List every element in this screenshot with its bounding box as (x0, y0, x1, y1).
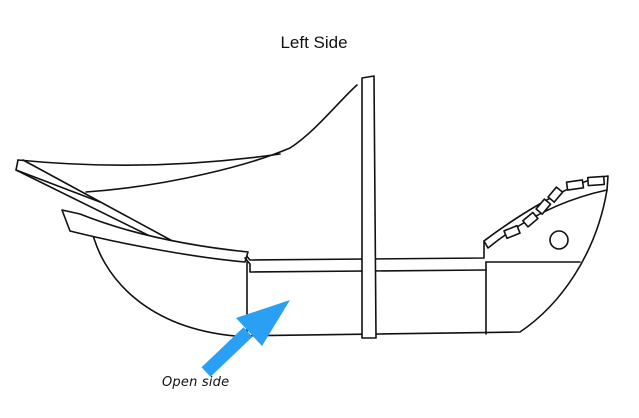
arrow-up-right-icon (201, 300, 290, 377)
bow-rail-shape (61, 209, 249, 263)
arrow-shaft (201, 327, 253, 377)
hull (89, 181, 608, 337)
boom-upper (22, 159, 179, 245)
stern-window (547, 186, 564, 203)
mast-pole (361, 75, 377, 339)
mast (361, 75, 377, 339)
arrow-head (236, 300, 290, 346)
stern-cabin (483, 175, 609, 250)
diagram-title: Left Side (280, 33, 348, 52)
stern-window (522, 211, 539, 228)
sail (15, 84, 358, 247)
stern-window (535, 198, 552, 215)
hull-outline (89, 181, 608, 337)
stern-window (503, 224, 521, 240)
stern-window (565, 179, 585, 191)
bow-rail (61, 209, 249, 263)
porthole (549, 230, 569, 250)
stern-window (586, 175, 606, 187)
boom-lower (15, 169, 171, 247)
sail-top-edge (17, 153, 281, 166)
sail-lower-curve (85, 84, 358, 193)
open-side-label: Open side (162, 375, 230, 390)
